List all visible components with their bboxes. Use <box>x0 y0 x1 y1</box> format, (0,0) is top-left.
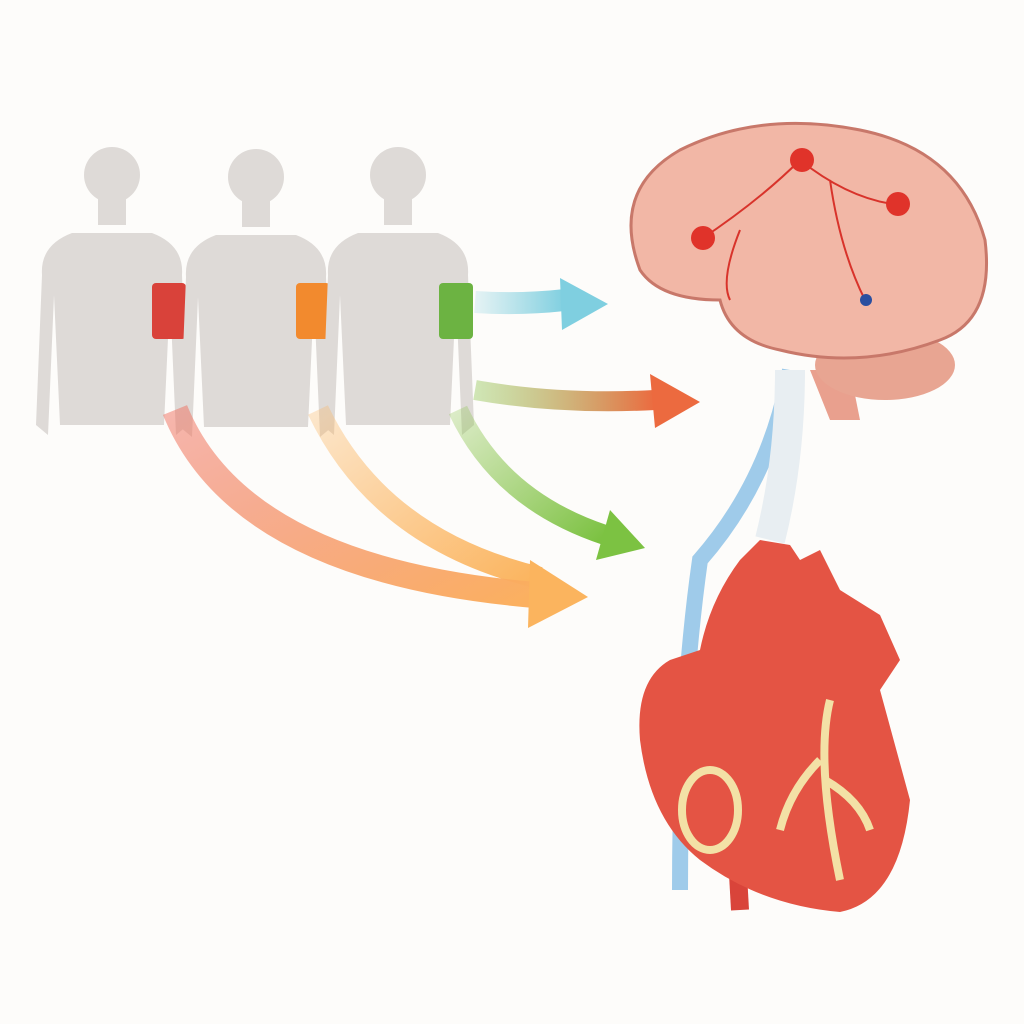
arrow-red-to-heart <box>162 405 588 628</box>
heart <box>639 540 910 912</box>
brain-node <box>860 294 872 306</box>
brain <box>629 121 989 420</box>
cuff-orange <box>296 283 330 339</box>
brain-node <box>790 148 814 172</box>
arrow-green-to-heart <box>448 405 645 560</box>
cuff-green <box>439 283 473 339</box>
arrow-orange-to-heart <box>308 405 543 589</box>
arrow-cyan-to-brain <box>474 278 608 330</box>
cuff-red <box>152 283 186 339</box>
arrow-green-to-brain <box>473 374 700 428</box>
brain-node <box>886 192 910 216</box>
brain-node <box>691 226 715 250</box>
